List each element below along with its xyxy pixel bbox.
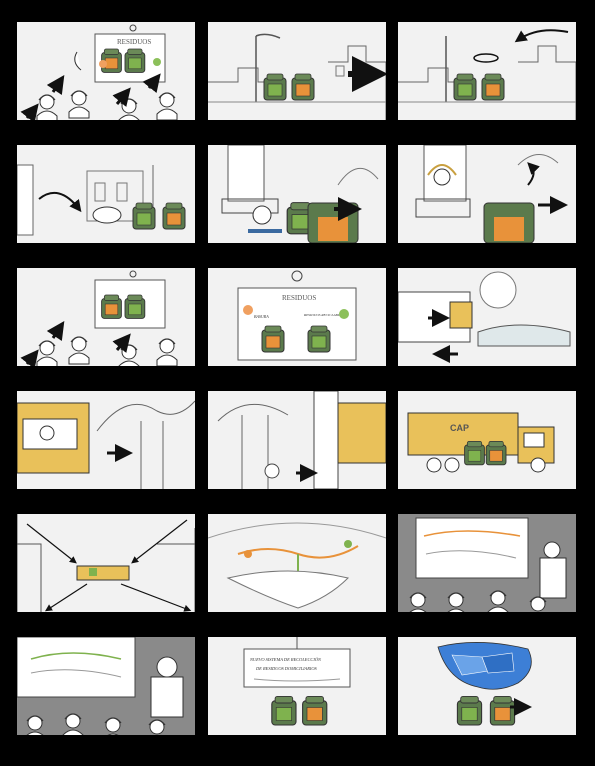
panel-18-district-map-bins: [398, 637, 576, 735]
panel-8-board-closeup: RESIDUOS BASURA RESIDUOS RECICLABLES: [208, 268, 386, 366]
panel-11-truck-passing: [208, 391, 386, 489]
panel-15-presentation-map: [398, 514, 576, 612]
board-title: RESIDUOS: [117, 38, 151, 46]
panel-7-classroom: [17, 268, 195, 366]
panel-17-sign-bins: NUEVO SISTEMA DE RECOLECCIÓN DE RESIDUOS…: [208, 637, 386, 735]
sign-line-1: NUEVO SISTEMA DE RECOLECCIÓN: [249, 657, 322, 662]
panel-2-street-bins: [208, 22, 386, 120]
board-right-label: RESIDUOS RECICLABLES: [303, 313, 344, 317]
panel-13-street-perspective: [17, 514, 195, 612]
panel-12-cap-truck: CAP: [398, 391, 576, 489]
truck-brand-label: CAP: [450, 423, 469, 433]
board-closeup-title: RESIDUOS: [282, 294, 316, 302]
panel-6-window-throw: [398, 145, 576, 243]
panel-16-presentation-audience: [17, 637, 195, 735]
panel-14-system-map: [208, 514, 386, 612]
panel-3-street-bins-arrows: [398, 22, 576, 120]
sign-line-2: DE RESIDUOS DOMICILIARIOS: [255, 666, 318, 671]
panel-10-truck-cab: [17, 391, 195, 489]
board-left-label: BASURA: [254, 314, 269, 319]
panel-9-truck-landfill: [398, 268, 576, 366]
panel-5-balcony-throw: [208, 145, 386, 243]
panel-1-classroom: RESIDUOS: [17, 22, 195, 120]
panel-4-house-bag: [17, 145, 195, 243]
